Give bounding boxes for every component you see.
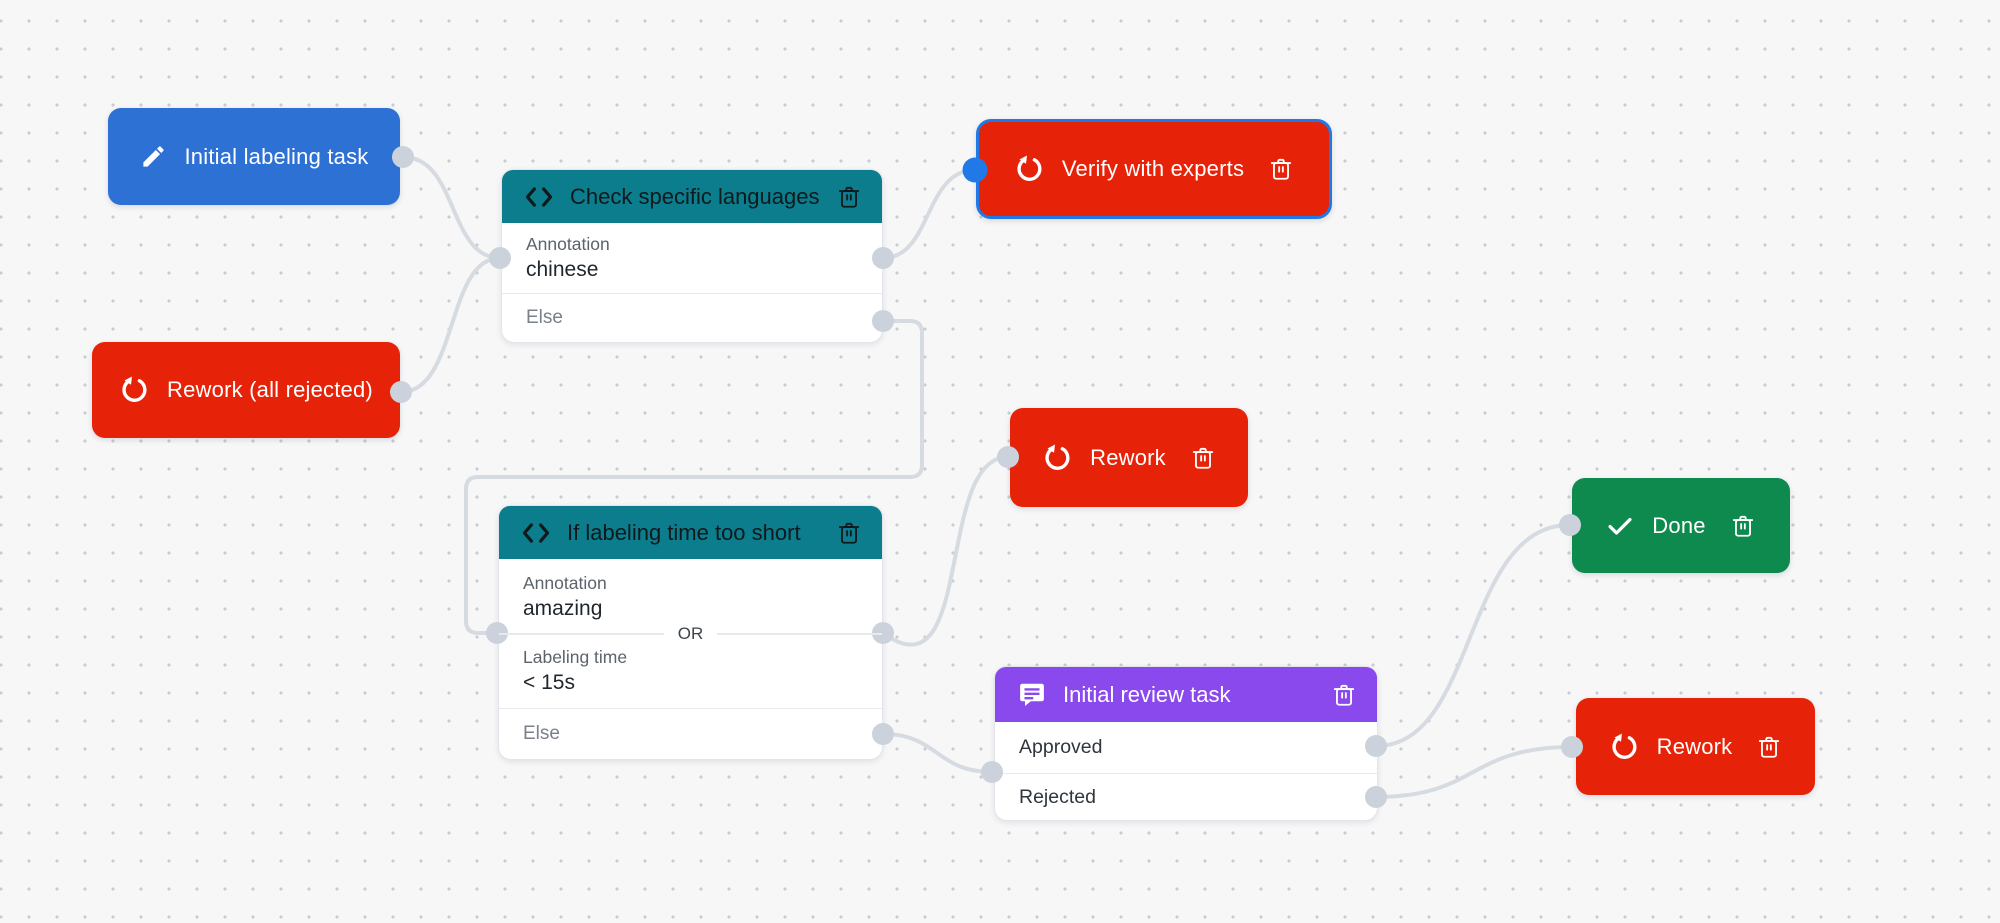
approved-label: Approved [1019, 736, 1103, 758]
edge-rework-all-to-check[interactable] [399, 256, 502, 394]
edge-review-approved-to-done[interactable] [1374, 523, 1572, 748]
node-label: Initial labeling task [184, 143, 369, 169]
node-check-specific-languages[interactable]: Check specific languages Annotation chin… [501, 169, 883, 343]
node-header: Initial review task [995, 667, 1377, 722]
edge-initial-labeling-to-check[interactable] [401, 155, 502, 260]
else-label: Else [523, 723, 560, 744]
node-done[interactable]: Done [1572, 478, 1790, 573]
rework-icon [1017, 155, 1042, 181]
rejected-row[interactable]: Rejected [995, 773, 1377, 820]
edge-check-annotation-to-verify[interactable] [881, 168, 977, 260]
condition-value: amazing [523, 596, 603, 620]
rework-icon [1045, 444, 1070, 470]
node-rework-middle[interactable]: Rework [1010, 408, 1248, 507]
node-label: Verify with experts [1061, 156, 1245, 181]
trash-icon[interactable] [1190, 445, 1216, 471]
node-rework-bottom[interactable]: Rework [1576, 698, 1815, 795]
else-row[interactable]: Else [502, 293, 882, 342]
trash-icon[interactable] [1730, 513, 1756, 539]
else-label: Else [526, 307, 563, 328]
condition-label: Annotation [523, 572, 607, 593]
node-title: Initial review task [1063, 681, 1231, 707]
condition-row[interactable]: Labeling time < 15s [499, 634, 882, 708]
condition-value: < 15s [523, 671, 575, 694]
rework-icon [1612, 733, 1637, 759]
edge-if-conditions-to-rework[interactable] [881, 455, 1010, 647]
condition-row[interactable]: Annotation chinese [502, 223, 882, 293]
edge-review-rejected-to-rework[interactable] [1374, 745, 1574, 799]
node-label: Rework [1090, 444, 1166, 470]
else-row[interactable]: Else [499, 708, 882, 759]
approved-row[interactable]: Approved [995, 722, 1377, 773]
condition-row[interactable]: Annotation amazing [499, 559, 882, 634]
code-icon [525, 186, 553, 207]
check-icon [1608, 517, 1632, 535]
code-icon [522, 522, 550, 543]
condition-value: chinese [526, 258, 599, 281]
rejected-label: Rejected [1019, 785, 1096, 808]
trash-icon[interactable] [836, 184, 862, 210]
node-header: Check specific languages [502, 170, 882, 223]
chat-icon [1020, 683, 1044, 706]
condition-label: Annotation [526, 234, 610, 254]
node-header: If labeling time too short [499, 506, 882, 559]
trash-icon[interactable] [1756, 734, 1782, 760]
edge-if-else-to-review[interactable] [881, 732, 994, 774]
trash-icon[interactable] [1331, 682, 1357, 708]
trash-icon[interactable] [836, 520, 862, 546]
rework-icon [122, 376, 147, 402]
node-if-labeling-time-too-short[interactable]: If labeling time too short Annotation am… [498, 505, 883, 760]
node-initial-labeling-task[interactable]: Initial labeling task [108, 108, 400, 205]
node-initial-review-task[interactable]: Initial review task Approved Rejected [994, 666, 1378, 821]
node-label: Rework [1656, 733, 1733, 759]
trash-icon[interactable] [1268, 156, 1294, 182]
node-title: Check specific languages [570, 183, 820, 209]
node-label: Done [1652, 512, 1706, 538]
condition-label: Labeling time [523, 647, 628, 667]
node-rework-all-rejected[interactable]: Rework (all rejected) [92, 342, 400, 438]
node-label: Rework (all rejected) [167, 377, 373, 402]
node-verify-with-experts[interactable]: Verify with experts [976, 119, 1332, 219]
node-title: If labeling time too short [567, 519, 801, 545]
pencil-icon [142, 146, 164, 167]
